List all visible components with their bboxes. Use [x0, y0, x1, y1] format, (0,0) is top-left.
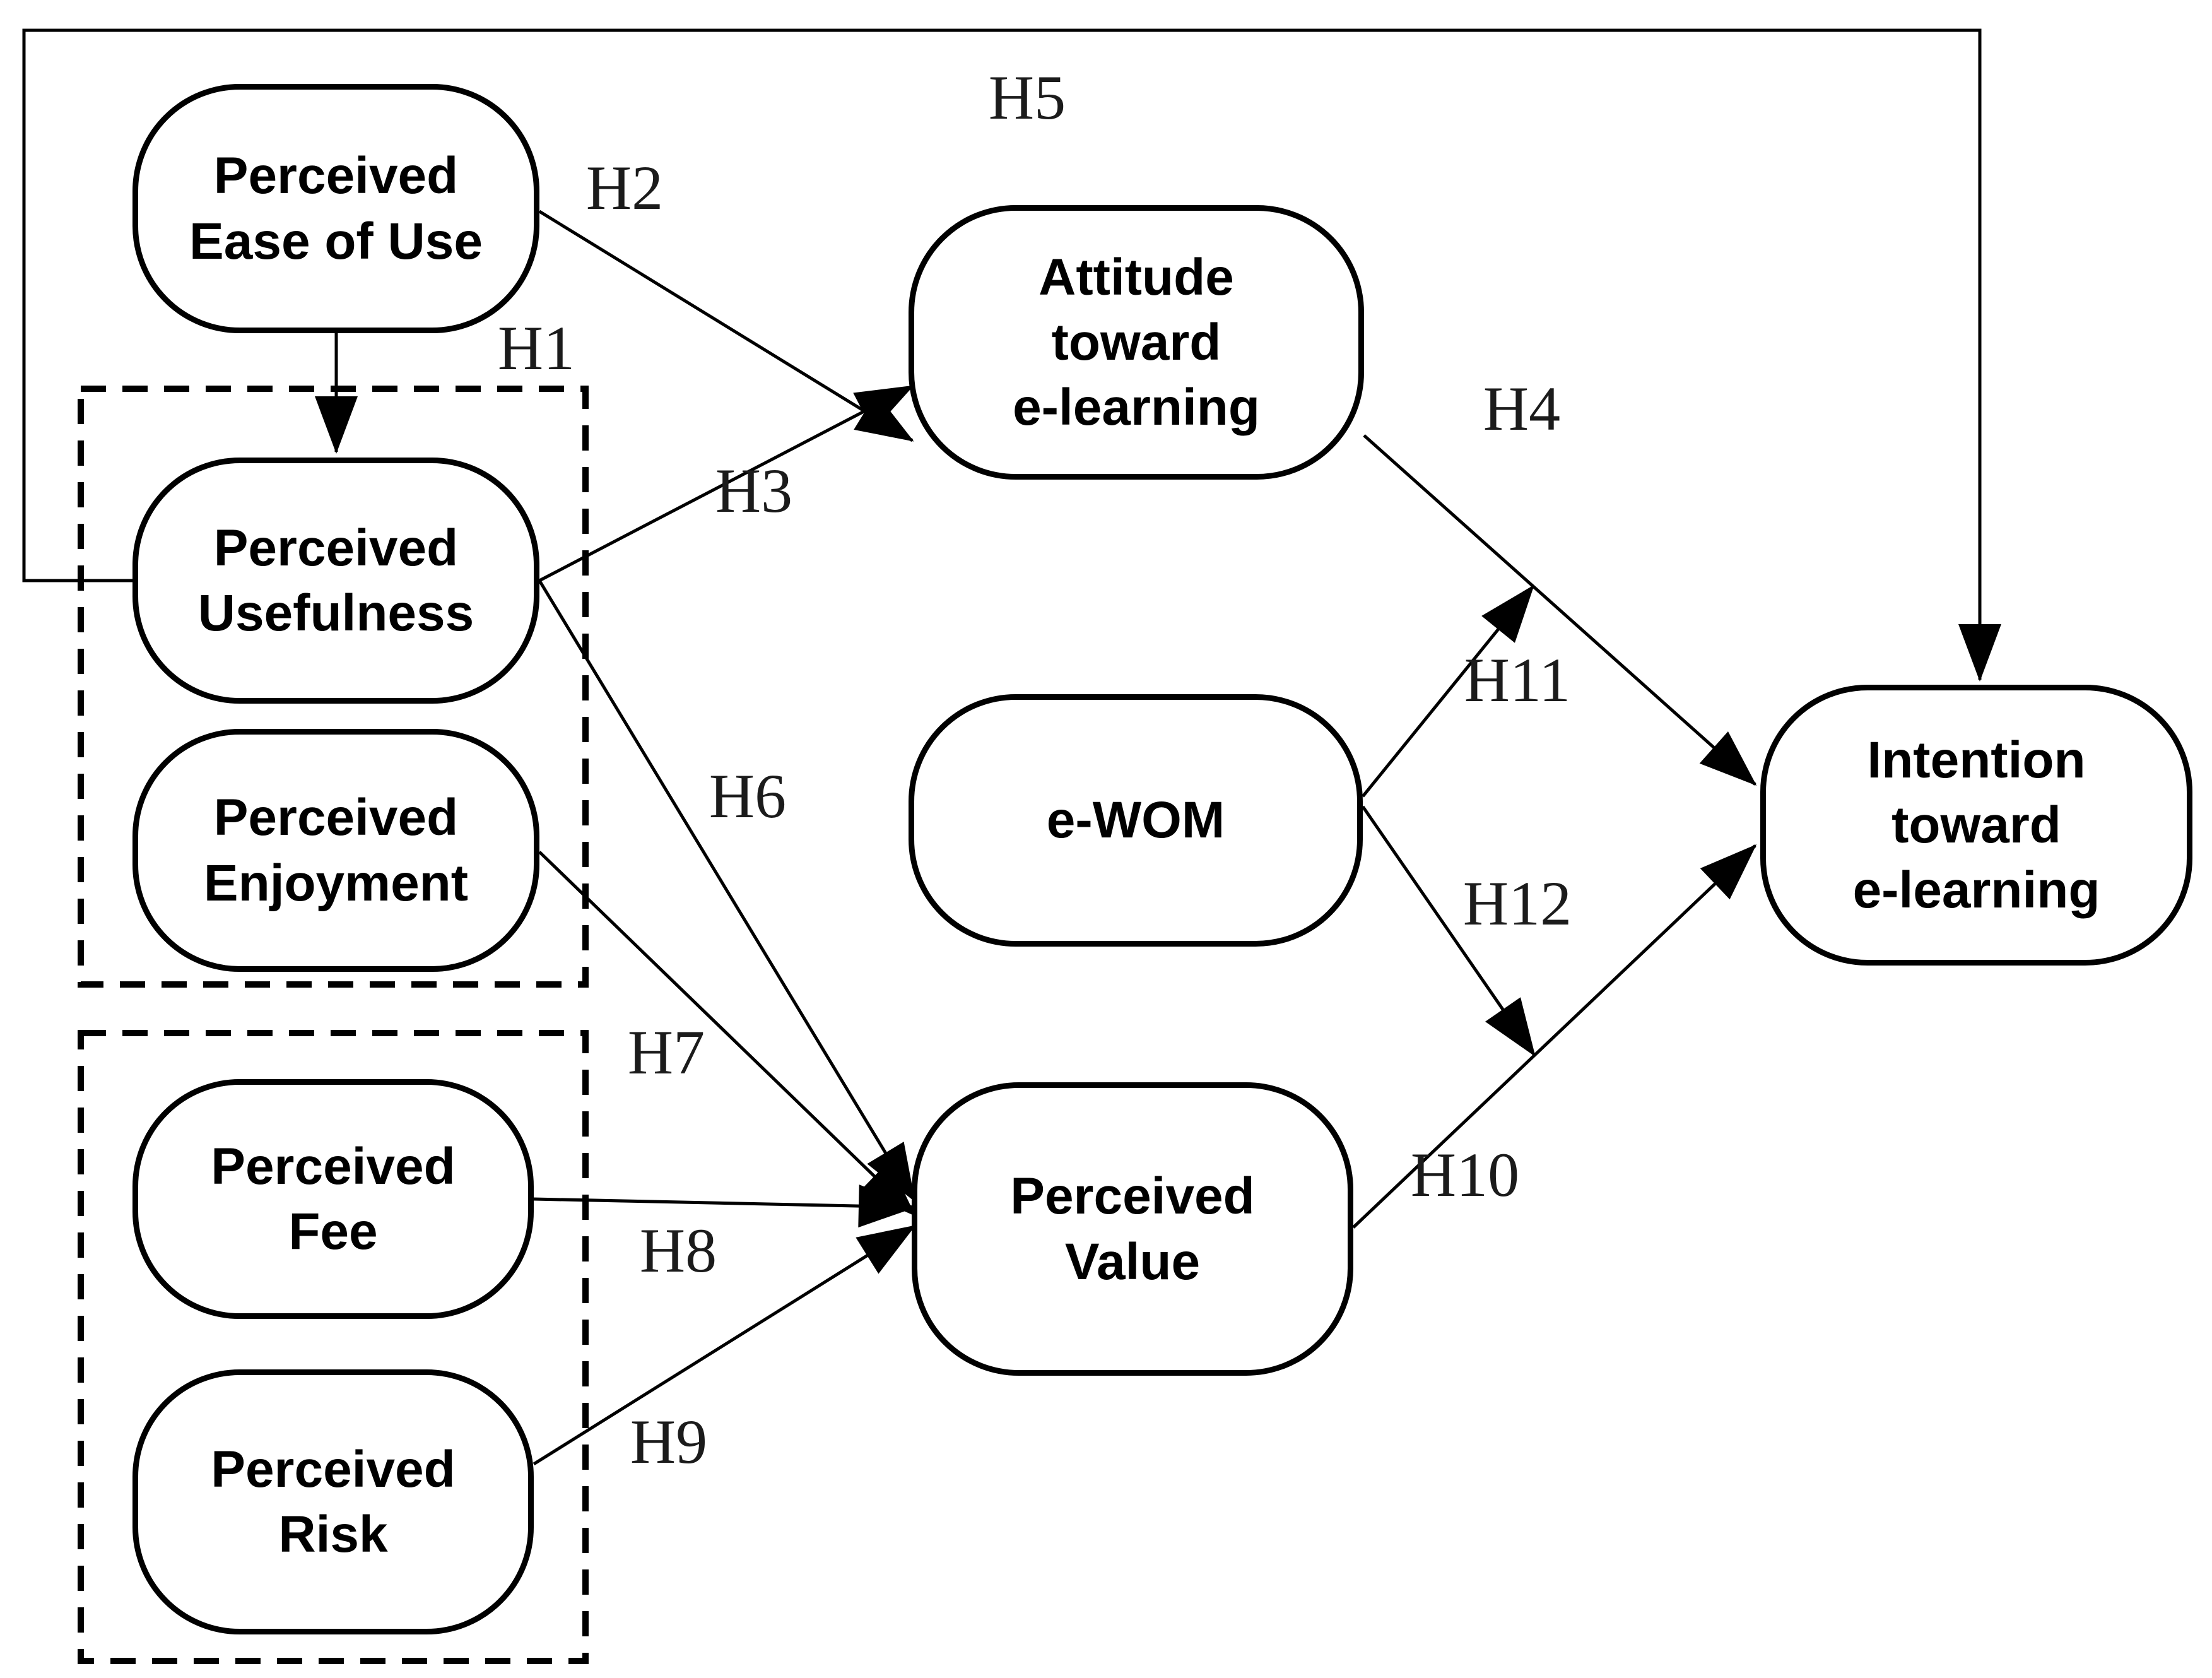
edge-h10-arrow: [1352, 844, 1757, 1229]
edge-h5-arrow: [22, 28, 2001, 682]
edge-label-h2: H2: [585, 153, 664, 223]
edge-h8-arrow: [533, 1185, 916, 1228]
edge-label-h5: H5: [988, 62, 1066, 133]
edge-h7-arrow: [538, 851, 916, 1217]
edge-h4-arrow: [1363, 434, 1757, 786]
edge-h9-arrow: [532, 1224, 916, 1466]
edge-label-h9: H9: [630, 1407, 708, 1477]
node-intention-toward-elearning: Intention toward e-learning: [1760, 685, 2192, 966]
node-perceived-risk: Perceived Risk: [132, 1369, 534, 1634]
node-ewom: e-WOM: [909, 694, 1363, 947]
node-perceived-value: Perceived Value: [912, 1082, 1353, 1376]
edge-label-h10: H10: [1410, 1140, 1520, 1210]
edge-label-h12: H12: [1462, 868, 1572, 938]
node-perceived-ease-of-use: Perceived Ease of Use: [132, 84, 539, 333]
edge-label-h4: H4: [1483, 374, 1561, 444]
edge-label-h3: H3: [715, 456, 793, 526]
edge-label-h8: H8: [639, 1215, 717, 1285]
edge-h11-arrow: [1362, 584, 1534, 798]
edge-label-h1: H1: [497, 313, 575, 383]
node-perceived-usefulness: Perceived Usefulness: [132, 458, 539, 704]
group-box-usefulness-enjoyment: [78, 386, 589, 988]
edge-label-h7: H7: [627, 1017, 705, 1087]
edge-h6-arrow: [538, 579, 916, 1202]
node-perceived-enjoyment: Perceived Enjoyment: [132, 729, 539, 972]
edge-label-h11: H11: [1464, 645, 1571, 715]
edge-h3-arrow: [538, 384, 914, 582]
node-perceived-fee: Perceived Fee: [132, 1079, 534, 1319]
group-box-fee-risk: [78, 1030, 589, 1664]
edge-h12-arrow: [1361, 805, 1536, 1057]
edge-label-h6: H6: [709, 761, 787, 831]
edge-h2-arrow: [538, 210, 914, 442]
node-attitude-toward-elearning: Attitude toward e-learning: [909, 205, 1364, 480]
